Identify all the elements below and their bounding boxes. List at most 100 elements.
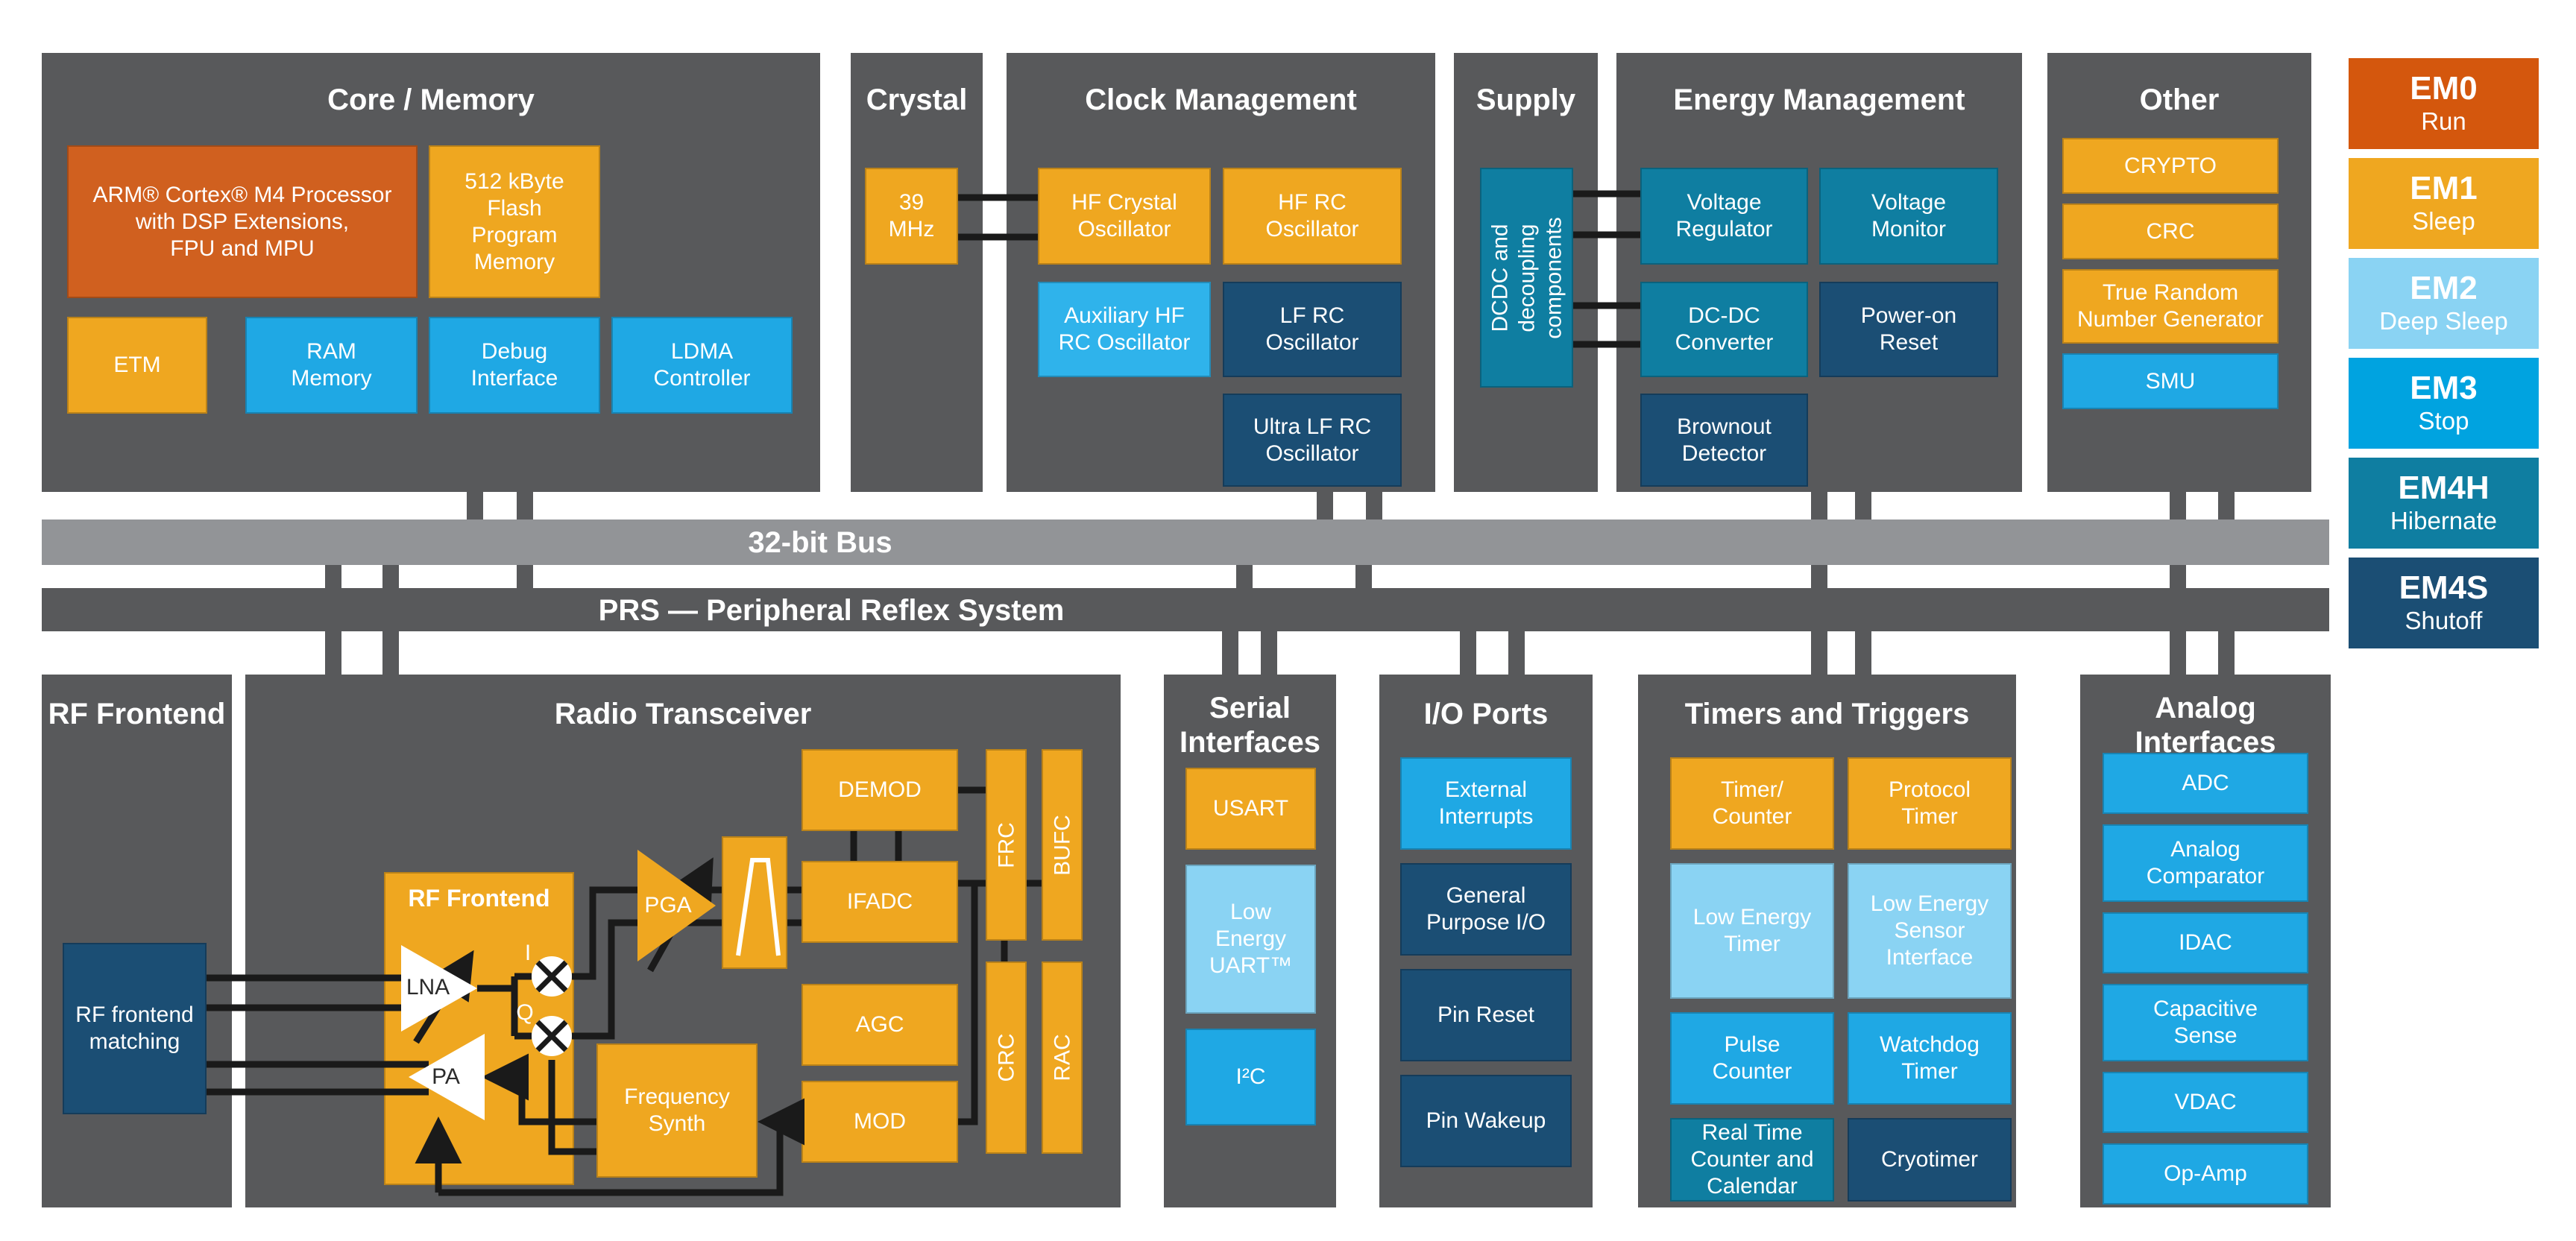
bus-connector xyxy=(1366,486,1382,523)
bus-connector xyxy=(1855,629,1871,678)
block-pin-reset: Pin Reset xyxy=(1400,969,1572,1061)
block-vdac: VDAC xyxy=(2103,1072,2308,1133)
block-opamp: Op-Amp xyxy=(2103,1143,2308,1204)
panel-analog-interfaces: Analog Interfaces ADC Analog Comparator … xyxy=(2080,675,2331,1207)
legend-em4s-label: Shutoff xyxy=(2405,607,2483,635)
legend-em3-code: EM3 xyxy=(2410,370,2478,406)
bus-32bit xyxy=(42,520,2329,565)
block-idac: IDAC xyxy=(2103,912,2308,973)
panel-clock-management: Clock Management HF Crystal Oscillator H… xyxy=(1007,53,1435,492)
block-bufc: BUFC xyxy=(1042,749,1083,941)
pga-label: PGA xyxy=(644,893,692,918)
bus-connector xyxy=(1222,629,1238,678)
block-agc: AGC xyxy=(802,984,958,1066)
panel-crystal-title: Crystal xyxy=(866,83,968,116)
block-voltage-monitor: Voltage Monitor xyxy=(1819,168,1998,265)
block-adc: ADC xyxy=(2103,753,2308,814)
block-frc: FRC xyxy=(986,749,1027,941)
bus-connector xyxy=(2170,629,2186,678)
panel-serial-interfaces: Serial Interfaces USART Low Energy UART™… xyxy=(1164,675,1336,1207)
legend-em3-label: Stop xyxy=(2418,407,2469,435)
block-pin-wakeup: Pin Wakeup xyxy=(1400,1075,1572,1167)
block-voltage-regulator: Voltage Regulator xyxy=(1640,168,1808,265)
block-rac: RAC xyxy=(1042,961,1083,1154)
block-pulse-counter: Pulse Counter xyxy=(1670,1012,1834,1105)
block-hf-crystal-oscillator: HF Crystal Oscillator xyxy=(1038,168,1211,265)
mixer-q-label: Q xyxy=(516,1000,534,1025)
bus-connector xyxy=(325,629,341,678)
panel-core-memory-title: Core / Memory xyxy=(327,83,535,116)
block-dcdc-decoupling: DCDC and decoupling components xyxy=(1480,168,1573,388)
block-aux-hf-rc-oscillator: Auxiliary HF RC Oscillator xyxy=(1038,282,1211,377)
bus-connector xyxy=(517,486,533,523)
legend-em4h-code: EM4H xyxy=(2398,470,2490,506)
panel-serial-interfaces-title: Serial Interfaces xyxy=(1180,692,1320,759)
block-ram-memory: RAM Memory xyxy=(245,317,418,414)
panel-timers-triggers: Timers and Triggers Timer/ Counter Proto… xyxy=(1638,675,2016,1207)
bus-prs-label: PRS — Peripheral Reflex System xyxy=(598,594,1065,627)
block-flash-memory: 512 kByte Flash Program Memory xyxy=(429,145,600,298)
block-rf-frontend-matching: RF frontend matching xyxy=(63,943,207,1114)
mixer-i-label: I xyxy=(524,941,532,965)
panel-energy-management-title: Energy Management xyxy=(1673,83,1965,116)
legend-em0: EM0 Run xyxy=(2349,58,2539,149)
bus-connector xyxy=(1261,629,1277,678)
block-external-interrupts: External Interrupts xyxy=(1400,757,1572,850)
block-analog-comparator: Analog Comparator xyxy=(2103,824,2308,902)
bus-connector xyxy=(1236,561,1253,593)
bus-connector xyxy=(382,629,399,678)
block-rac-label: RAC xyxy=(1049,1034,1074,1081)
panel-other-title: Other xyxy=(2139,83,2220,116)
legend-em1-label: Sleep xyxy=(2412,207,2475,236)
block-radio-rf-frontend: RF Frontend xyxy=(384,872,574,1185)
bus-connector xyxy=(2170,561,2186,593)
bus-connector xyxy=(1811,629,1827,678)
legend-em2: EM2 Deep Sleep xyxy=(2349,258,2539,349)
block-power-on-reset: Power-on Reset xyxy=(1819,282,1998,377)
pa-label: PA xyxy=(432,1064,460,1089)
legend-em2-label: Deep Sleep xyxy=(2379,307,2508,335)
panel-rf-frontend-title: RF Frontend xyxy=(48,698,226,730)
block-radio-rf-frontend-label: RF Frontend xyxy=(408,885,550,912)
block-debug-interface: Debug Interface xyxy=(429,317,600,414)
legend-em4s: EM4S Shutoff xyxy=(2349,558,2539,648)
block-watchdog-timer: Watchdog Timer xyxy=(1848,1012,2012,1105)
panel-energy-management: Energy Management Voltage Regulator Volt… xyxy=(1616,53,2022,492)
block-low-energy-uart: Low Energy UART™ xyxy=(1185,865,1316,1014)
bus-connector xyxy=(1355,561,1372,593)
panel-radio-transceiver: Radio Transceiver RF Frontend DEMOD IFAD… xyxy=(245,675,1121,1207)
block-trng: True Random Number Generator xyxy=(2062,269,2279,344)
block-radio-crc: CRC xyxy=(986,961,1027,1154)
bus-connector xyxy=(1460,629,1476,678)
bus-connector xyxy=(1855,486,1871,523)
lna-label: LNA xyxy=(406,975,450,1000)
bus-connector xyxy=(2218,486,2235,523)
panel-rf-frontend: RF Frontend RF frontend matching xyxy=(42,675,232,1207)
bus-connector xyxy=(1811,561,1827,593)
legend-em4h: EM4H Hibernate xyxy=(2349,458,2539,549)
panel-core-memory: Core / Memory ARM® Cortex® M4 Processor … xyxy=(42,53,820,492)
block-lf-rc-oscillator: LF RC Oscillator xyxy=(1223,282,1402,377)
legend-em1: EM1 Sleep xyxy=(2349,158,2539,249)
block-dcdc-converter: DC-DC Converter xyxy=(1640,282,1808,377)
block-brownout-detector: Brownout Detector xyxy=(1640,394,1808,487)
block-mod: MOD xyxy=(802,1081,958,1163)
panel-supply: Supply DCDC and decoupling components xyxy=(1454,53,1598,492)
bus-connector xyxy=(1508,629,1525,678)
bus-connector xyxy=(325,561,341,593)
block-39mhz-crystal: 39 MHz xyxy=(865,168,958,265)
block-frequency-synth: Frequency Synth xyxy=(596,1043,758,1178)
panel-other: Other CRYPTO CRC True Random Number Gene… xyxy=(2047,53,2311,492)
block-ifadc: IFADC xyxy=(802,861,958,943)
bus-connector xyxy=(1811,486,1827,523)
bus-connector xyxy=(382,561,399,593)
bus-connector xyxy=(1317,486,1333,523)
panel-timers-triggers-title: Timers and Triggers xyxy=(1684,698,1970,730)
legend-em2-code: EM2 xyxy=(2410,270,2478,306)
panel-clock-management-title: Clock Management xyxy=(1085,83,1357,116)
panel-crystal: Crystal 39 MHz xyxy=(851,53,983,492)
block-ultra-lf-rc-oscillator: Ultra LF RC Oscillator xyxy=(1223,394,1402,487)
legend-em0-label: Run xyxy=(2421,107,2466,136)
block-protocol-timer: Protocol Timer xyxy=(1848,757,2012,850)
